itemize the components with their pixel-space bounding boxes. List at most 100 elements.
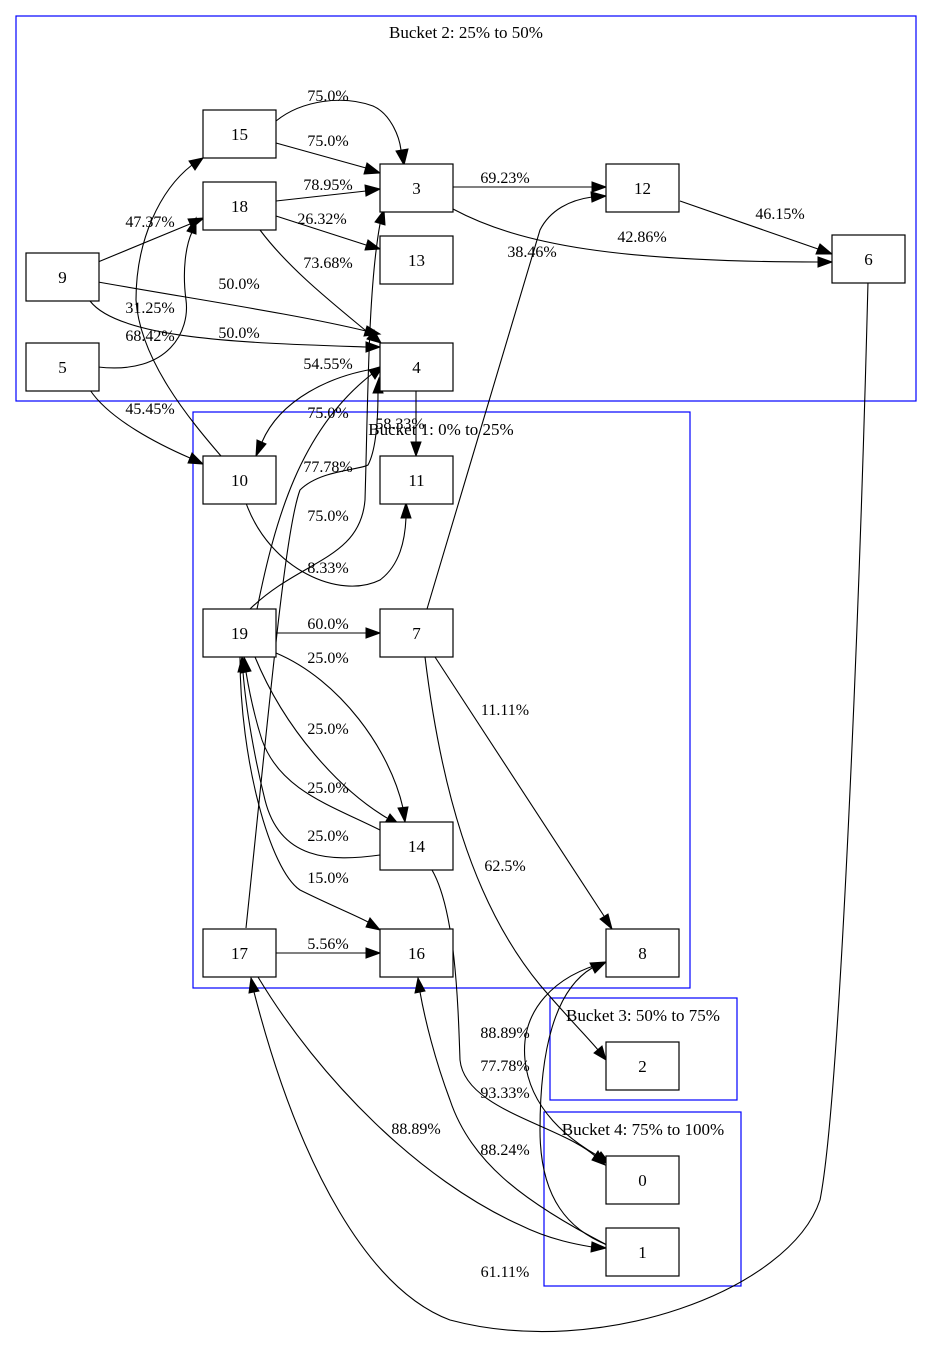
edge-label: 75.0% (307, 405, 348, 422)
cluster-bucket-3-border (549, 997, 738, 1101)
edge-7-8: 11.11% (434, 656, 613, 931)
node-5: 5 (25, 342, 100, 392)
edge-label: 54.55% (303, 356, 352, 373)
node-16: 16 (379, 928, 454, 978)
node-label: 17 (231, 944, 249, 963)
edge-19-4: 75.0% (256, 365, 385, 610)
edge-17-1: 88.89% (257, 976, 608, 1253)
edge-label: 69.23% (480, 170, 529, 187)
node-7: 7 (379, 608, 454, 658)
cluster-bucket-4-border (543, 1111, 742, 1287)
edge-label: 50.0% (218, 325, 259, 342)
edge-label: 25.0% (307, 828, 348, 845)
edge-14-19-b: 25.0% (237, 655, 381, 859)
node-label: 10 (231, 471, 248, 490)
edge-18-4: 73.68% (259, 229, 383, 344)
edge-19-7: 60.0% (276, 616, 382, 639)
edge-label: 25.0% (307, 650, 348, 667)
edge-6-17: 61.11% (248, 281, 869, 1333)
edge-label: 88.89% (480, 1025, 529, 1042)
node-label: 5 (58, 358, 67, 377)
edge-label: 46.15% (755, 206, 804, 223)
node-11: 11 (379, 455, 454, 505)
node-12: 12 (605, 163, 680, 213)
edge-label: 50.0% (218, 276, 259, 293)
edge-17-16: 5.56% (276, 936, 382, 959)
edge-label: 31.25% (125, 300, 174, 317)
node-label: 7 (412, 624, 421, 643)
node-label: 0 (638, 1171, 647, 1190)
node-label: 6 (864, 250, 873, 269)
edge-19-16: 15.0% (239, 656, 382, 931)
node-4: 4 (379, 342, 454, 392)
edge-18-13: 26.32% (275, 211, 382, 251)
edge-14-0: 77.78% (431, 869, 607, 1166)
node-6: 6 (831, 234, 906, 284)
edge-label: 73.68% (303, 255, 352, 272)
cluster-bucket-3-label: Bucket 3: 50% to 75% (566, 1006, 720, 1025)
node-label: 1 (638, 1243, 647, 1262)
edge-5-18: 68.42% (97, 216, 197, 369)
node-label: 19 (231, 624, 248, 643)
node-label: 4 (412, 358, 421, 377)
edge-label: 93.33% (480, 1085, 529, 1102)
node-9: 9 (25, 252, 100, 302)
edge-label: 88.24% (480, 1142, 529, 1159)
cluster-bucket-2-label: Bucket 2: 25% to 50% (389, 23, 543, 42)
cluster-bucket-4: Bucket 4: 75% to 100% (543, 1111, 742, 1287)
edge-label: 62.5% (484, 858, 525, 875)
edge-3-12: 69.23% (453, 170, 608, 193)
node-17: 17 (202, 928, 277, 978)
node-label: 13 (408, 251, 425, 270)
node-label: 18 (231, 197, 248, 216)
edge-12-6: 46.15% (679, 200, 834, 255)
cluster-bucket-2: Bucket 2: 25% to 50% (15, 15, 917, 402)
edge-9-4-lower: 50.0% (89, 300, 382, 353)
cluster-bucket-1: Bucket 1: 0% to 25% (192, 411, 691, 989)
node-18: 18 (202, 181, 277, 231)
edge-label: 77.78% (480, 1058, 529, 1075)
edge-label: 42.86% (617, 229, 666, 246)
node-2: 2 (605, 1041, 680, 1091)
edge-label: 25.0% (307, 721, 348, 738)
edge-4-11: 58.33% (375, 391, 425, 458)
node-8: 8 (605, 928, 680, 978)
edge-label: 45.45% (125, 401, 174, 418)
edge-1-16: 88.24% (414, 976, 608, 1246)
node-label: 2 (638, 1057, 647, 1076)
node-15: 15 (202, 109, 277, 159)
edge-4-10: 54.55% (255, 356, 381, 458)
edge-14-19-a: 25.0% (240, 655, 381, 831)
cluster-bucket-1-border (192, 411, 691, 989)
edge-label: 25.0% (307, 780, 348, 797)
node-1: 1 (605, 1227, 680, 1277)
cluster-bucket-4-label: Bucket 4: 75% to 100% (562, 1120, 724, 1139)
edge-label: 38.46% (507, 244, 556, 261)
edge-label: 8.33% (307, 560, 348, 577)
edge-1-8: 93.33% (480, 961, 608, 1246)
cluster-bucket-3: Bucket 3: 50% to 75% (549, 997, 738, 1101)
edge-label: 61.11% (481, 1264, 530, 1281)
node-label: 15 (231, 125, 248, 144)
edge-label: 60.0% (307, 616, 348, 633)
edge-10-11: 8.33% (245, 501, 412, 587)
node-label: 9 (58, 268, 67, 287)
edge-15-3-lower: 75.0% (275, 133, 382, 175)
edge-label: 75.0% (307, 88, 348, 105)
edge-label: 77.78% (303, 459, 352, 476)
node-label: 16 (408, 944, 425, 963)
edge-label: 26.32% (297, 211, 346, 228)
node-19: 19 (202, 608, 277, 658)
edge-3-6: 42.86% (452, 208, 834, 268)
node-10: 10 (202, 455, 277, 505)
node-13: 13 (379, 235, 454, 285)
edge-7-12: 38.46% (426, 191, 608, 610)
edge-label: 75.0% (307, 133, 348, 150)
edge-label: 11.11% (481, 702, 529, 719)
edge-7-2: 62.5% (424, 656, 607, 1062)
edge-label: 68.42% (125, 328, 174, 345)
edge-label: 47.37% (125, 214, 174, 231)
edge-label: 58.33% (375, 416, 424, 433)
edge-5-10: 45.45% (89, 389, 205, 465)
